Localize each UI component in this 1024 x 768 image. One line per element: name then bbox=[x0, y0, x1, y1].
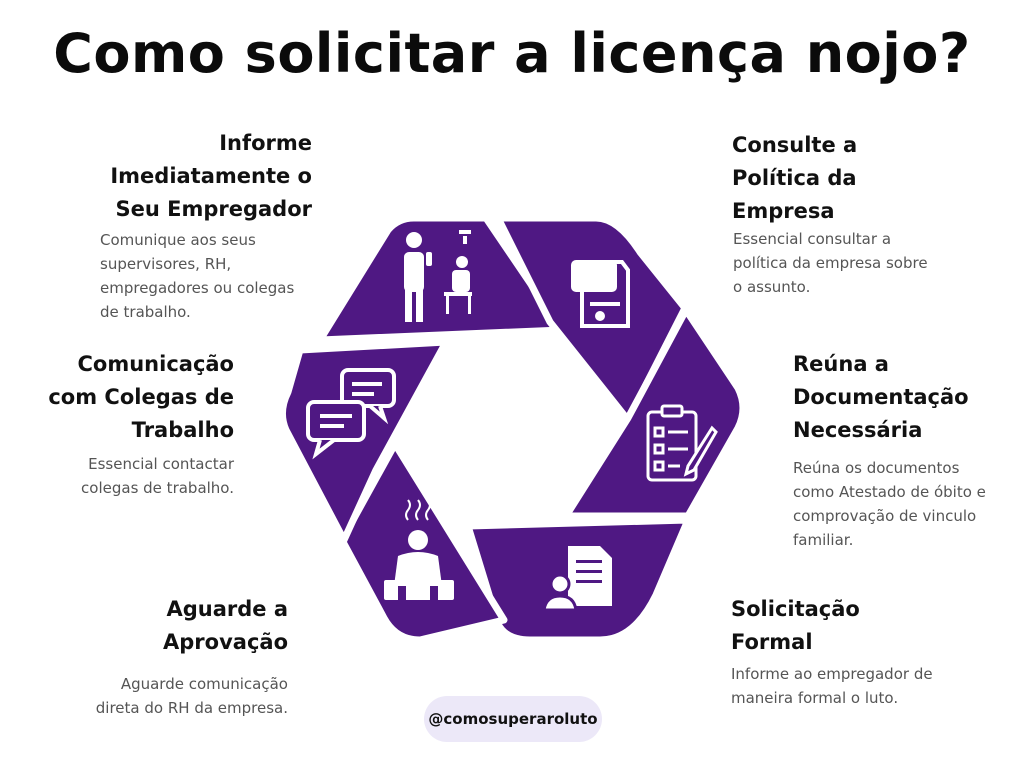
user-document-icon bbox=[542, 546, 612, 612]
social-handle-badge: @comosuperaroluto bbox=[424, 696, 602, 742]
page-title: Como solicitar a licença nojo? bbox=[53, 22, 971, 85]
step-5-description: Aguarde comunicação direta do RH da empr… bbox=[95, 675, 288, 717]
step-2-heading: Consulte a Política da Empresa bbox=[732, 133, 858, 223]
step-3-description: Reúna os documentos como Atestado de óbi… bbox=[793, 459, 986, 549]
step-5-heading: Aguarde a Aprovação bbox=[163, 597, 288, 654]
policy-document-icon bbox=[571, 260, 630, 328]
cycle-segment-1 bbox=[316, 214, 566, 344]
clipboard-checklist-icon bbox=[646, 404, 718, 482]
step-2-description: Essencial consultar a política da empres… bbox=[733, 230, 928, 296]
step-1-heading: Informe Imediatamente o Seu Empregador bbox=[110, 131, 312, 221]
step-6-heading: Comunicação com Colegas de Trabalho bbox=[48, 352, 234, 442]
chat-bubbles-icon bbox=[306, 368, 396, 460]
step-4-description: Informe ao empregador de maneira formal … bbox=[731, 665, 933, 707]
step-4-heading: Solicitação Formal bbox=[731, 597, 860, 654]
cycle-segment-6 bbox=[279, 338, 450, 544]
sad-person-sitting-icon bbox=[384, 499, 454, 602]
step-1-description: Comunique aos seus supervisores, RH, emp… bbox=[100, 231, 295, 321]
step-6-description: Essencial contactar colegas de trabalho. bbox=[81, 455, 234, 497]
worried-person-icon bbox=[404, 230, 472, 322]
step-3-heading: Reúna a Documentação Necessária bbox=[793, 352, 969, 442]
